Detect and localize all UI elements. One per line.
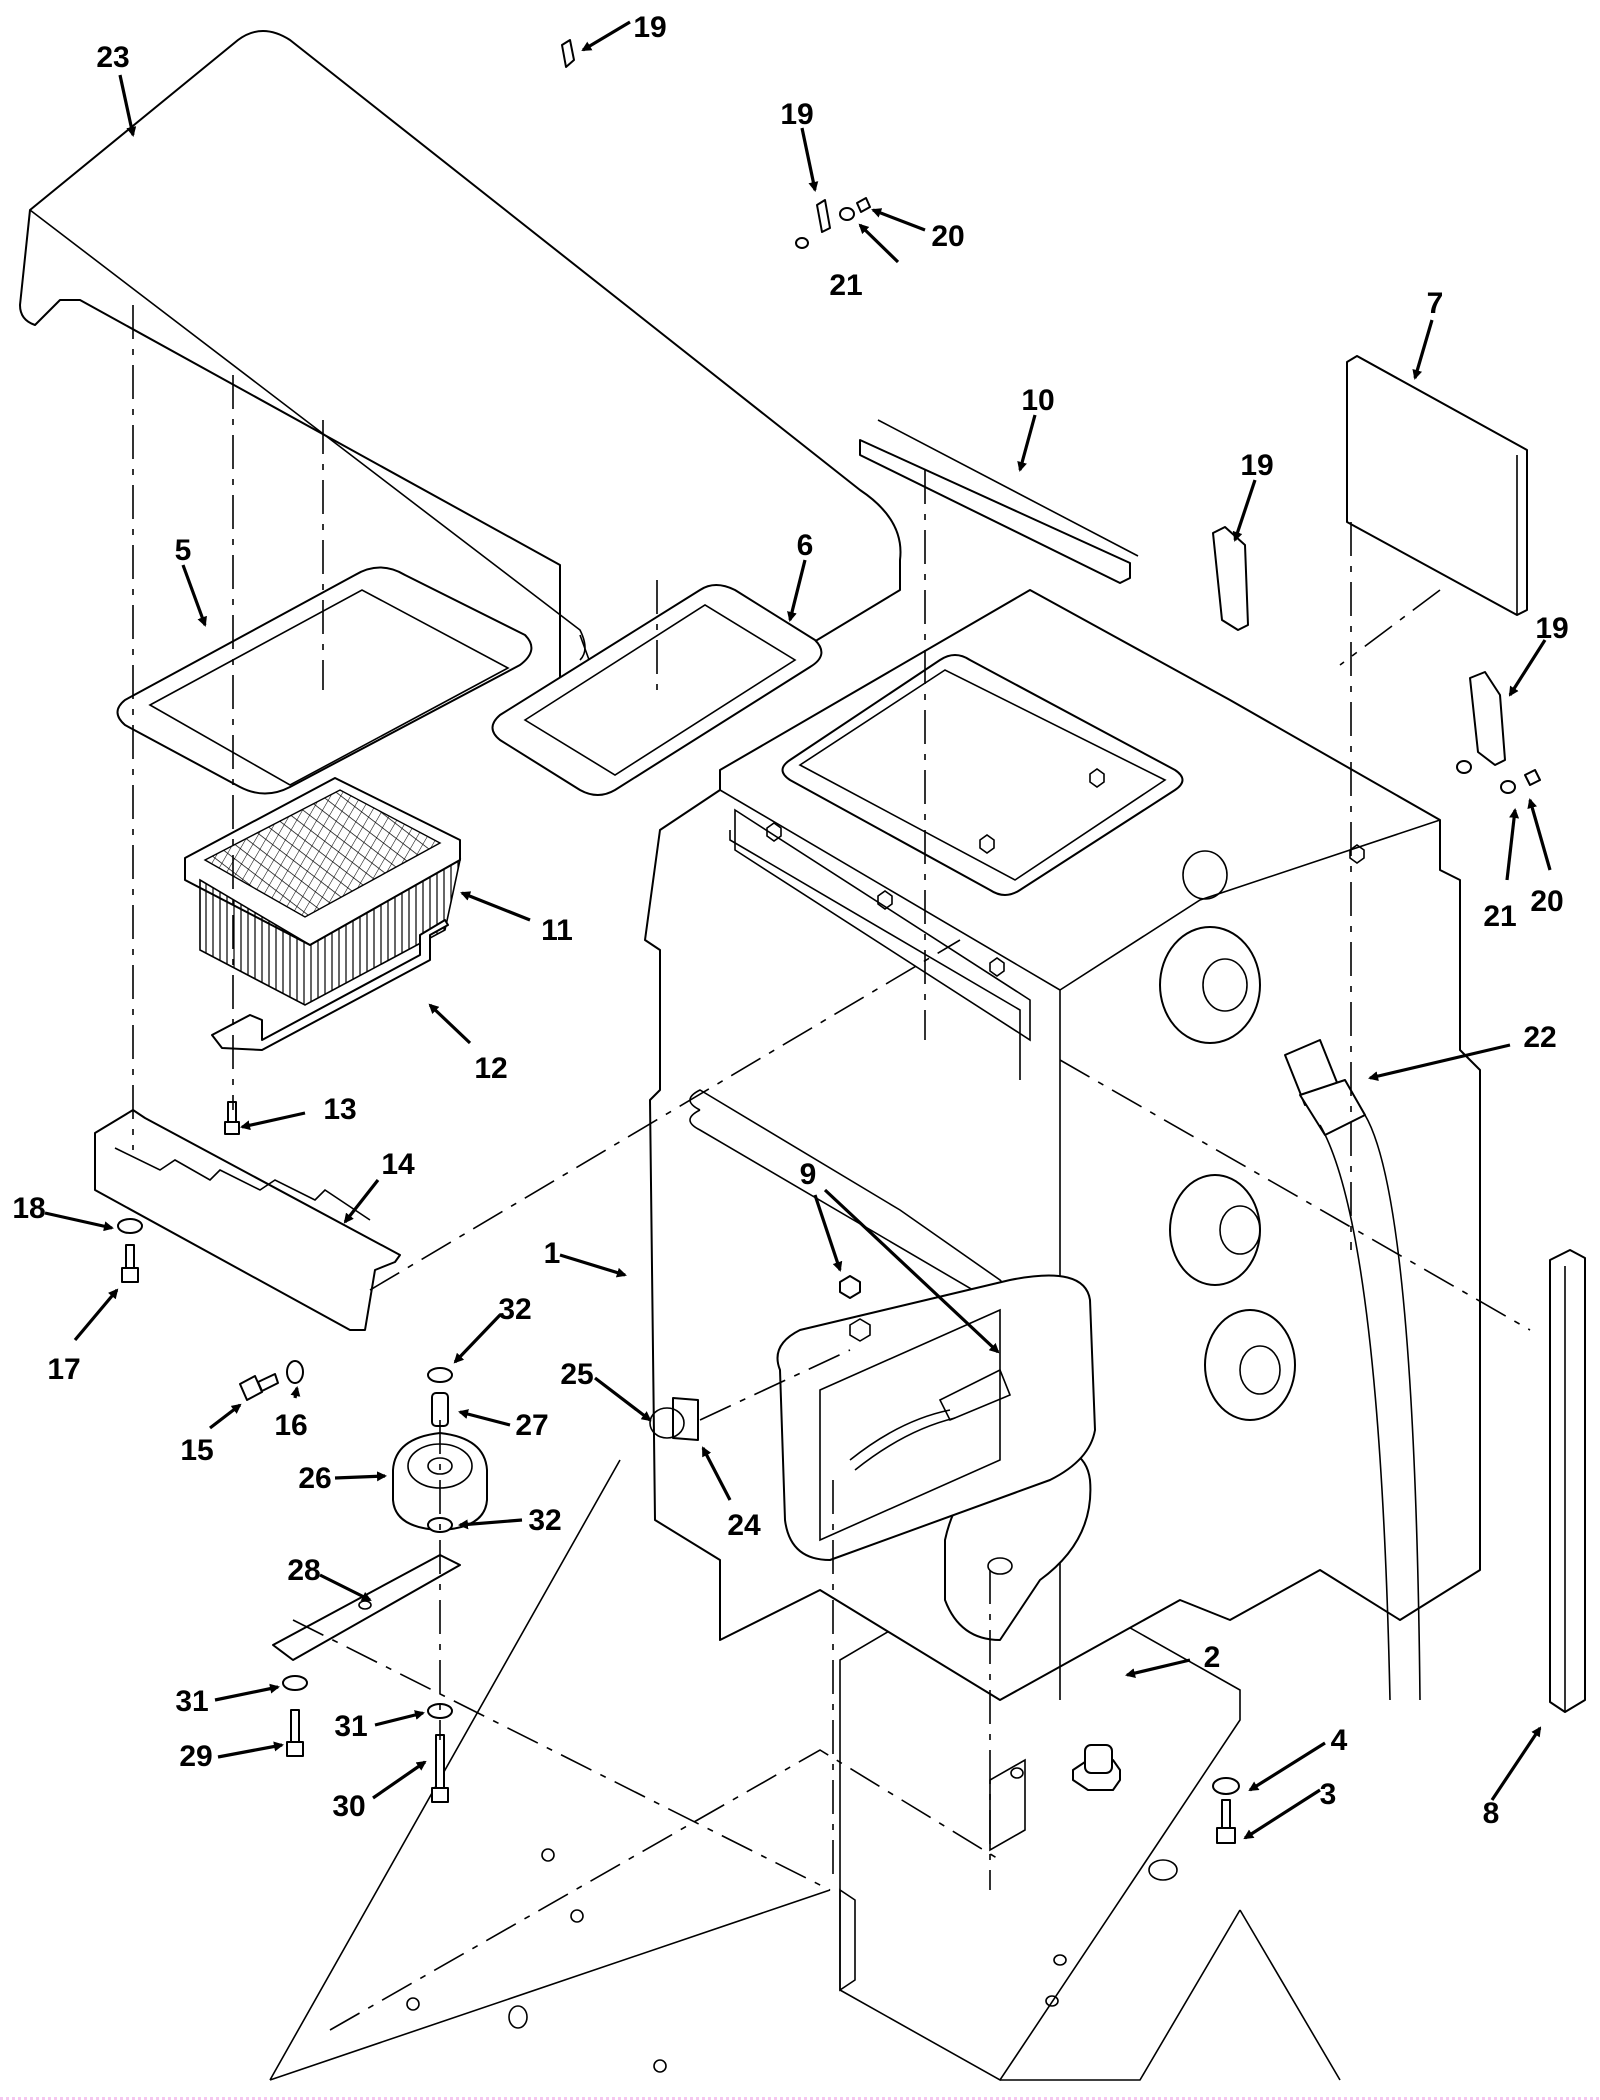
leader-16: [290, 1386, 301, 1399]
callout-28: 28: [287, 1554, 320, 1587]
leader-32-a: [453, 1313, 502, 1364]
leader-6: [787, 559, 807, 622]
callout-26: 26: [298, 1462, 331, 1495]
callout-18: 18: [12, 1192, 45, 1225]
leader-8: [1490, 1726, 1542, 1801]
leader-19-b: [1232, 479, 1257, 542]
callout-leaders: [44, 20, 1552, 1840]
callout-3: 3: [1320, 1778, 1337, 1811]
leader-21-a: [858, 223, 900, 264]
leader-13: [240, 1111, 306, 1131]
leader-9-a: [813, 1194, 843, 1272]
callout-12: 12: [474, 1052, 507, 1085]
callout-22: 22: [1523, 1021, 1556, 1054]
foam-pad: [1346, 355, 1528, 616]
leader-5: [181, 564, 207, 627]
callout-19-top: 19: [633, 11, 666, 44]
leader-29: [217, 1741, 284, 1759]
leader-7: [1412, 319, 1434, 380]
callout-32-b: 32: [528, 1504, 561, 1537]
leader-4: [1248, 1741, 1326, 1792]
leader-31-b: [374, 1710, 425, 1727]
assembly-centerlines: [132, 305, 1531, 1891]
callout-labels: 23 19 19 20 21 7 10 19 5 6 19 11 21 20 1…: [12, 11, 1568, 1830]
leader-32-b: [458, 1518, 523, 1530]
callout-17: 17: [47, 1353, 80, 1386]
callout-23: 23: [96, 41, 129, 74]
footer-band: [0, 2097, 1600, 2100]
hose-rack-bracket: [94, 1109, 401, 1331]
filter: [184, 777, 462, 1006]
leader-3: [1243, 1788, 1321, 1840]
leader-30: [372, 1760, 427, 1800]
callout-30: 30: [332, 1790, 365, 1823]
float-switch-assembly: [776, 1274, 1096, 1561]
leader-1: [559, 1253, 627, 1278]
gasket-large: [116, 566, 533, 795]
callout-21-a: 21: [829, 269, 862, 302]
callout-11: 11: [541, 914, 573, 947]
leader-20-b: [1527, 798, 1552, 871]
callout-6: 6: [797, 529, 814, 562]
callout-29: 29: [179, 1740, 212, 1773]
callout-7: 7: [1427, 287, 1444, 320]
base-platform: [269, 1459, 1341, 2082]
leader-15: [209, 1403, 242, 1430]
leader-18: [44, 1211, 114, 1232]
filter-bracket: [211, 919, 449, 1051]
leader-27: [458, 1409, 511, 1427]
callout-20-a: 20: [931, 220, 964, 253]
callout-21-b: 21: [1483, 900, 1516, 933]
callout-2: 2: [1204, 1641, 1221, 1674]
callout-27: 27: [515, 1409, 548, 1442]
callout-10: 10: [1021, 384, 1054, 417]
leader-10: [1017, 414, 1037, 472]
callout-1: 1: [544, 1237, 561, 1270]
leader-14: [343, 1179, 380, 1224]
callout-19-a: 19: [780, 98, 813, 131]
callout-24: 24: [727, 1509, 761, 1542]
callout-32-a: 32: [498, 1293, 531, 1326]
callout-13: 13: [323, 1093, 356, 1126]
leader-22: [1368, 1043, 1511, 1082]
callout-5: 5: [175, 534, 192, 567]
leader-26: [334, 1471, 387, 1482]
callout-8: 8: [1483, 1797, 1500, 1830]
callout-31-b: 31: [334, 1710, 367, 1743]
callout-20-b: 20: [1530, 885, 1563, 918]
foam-strip: [859, 419, 1139, 584]
leader-2: [1125, 1658, 1191, 1679]
leader-23: [118, 74, 137, 137]
leader-24: [701, 1446, 732, 1501]
callout-31-a: 31: [175, 1685, 208, 1718]
leader-9-b: [823, 1188, 1000, 1354]
leader-31-a: [214, 1683, 280, 1702]
callout-9: 9: [800, 1158, 817, 1191]
foam-strip-vertical: [1549, 1249, 1586, 1713]
hose: [1284, 1039, 1421, 1701]
fasteners: [117, 39, 1541, 1844]
callout-19-c: 19: [1535, 612, 1568, 645]
leader-12: [428, 1003, 472, 1045]
callout-4: 4: [1331, 1724, 1348, 1757]
leader-19-a: [800, 127, 819, 192]
leader-28: [319, 1573, 372, 1602]
tank-housing: [644, 589, 1481, 1701]
leader-19-top: [581, 20, 631, 52]
leader-17: [73, 1288, 119, 1342]
leader-20-a: [871, 208, 926, 232]
callout-16: 16: [274, 1409, 307, 1442]
callout-15: 15: [180, 1434, 213, 1467]
leader-25: [594, 1376, 652, 1422]
callout-14: 14: [381, 1148, 415, 1181]
leader-19-c: [1508, 639, 1547, 697]
leader-21-b: [1505, 808, 1520, 881]
callout-25: 25: [560, 1358, 593, 1391]
callout-19-b: 19: [1240, 449, 1273, 482]
leader-11: [460, 891, 531, 922]
